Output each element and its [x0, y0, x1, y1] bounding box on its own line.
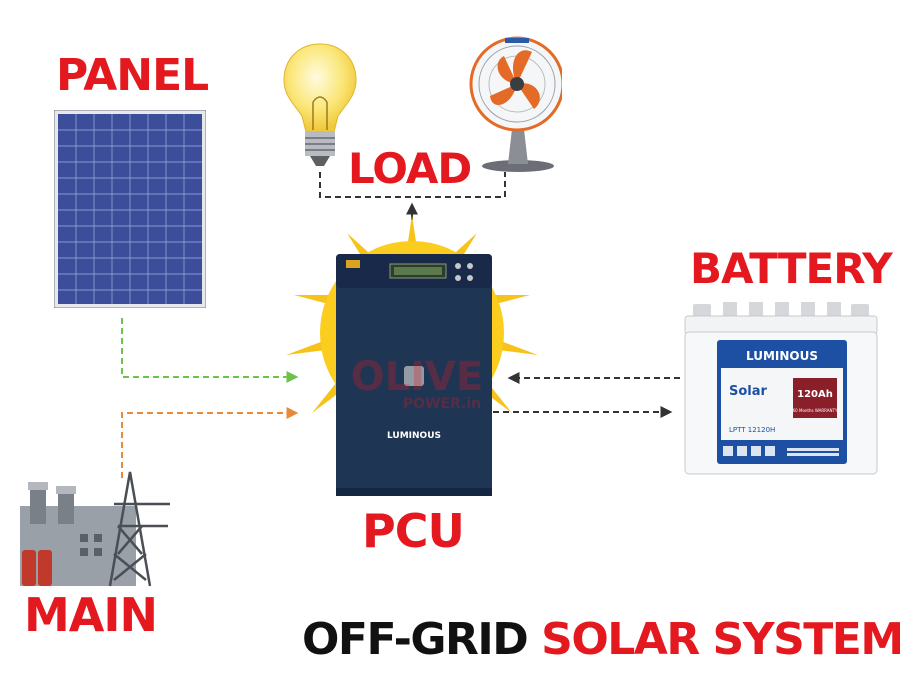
battery-product-text: Solar — [729, 384, 768, 399]
power-grid-icon — [20, 471, 170, 587]
solar-panel-icon — [54, 110, 206, 308]
watermark-logo: OLIVE POWER.in — [351, 354, 484, 412]
diagram-title: OFF-GRID SOLAR SYSTEM — [302, 614, 900, 665]
battery-label: BATTERY — [690, 244, 893, 293]
title-part-solar-system: SOLAR SYSTEM — [541, 614, 900, 665]
load-label: LOAD — [348, 144, 472, 193]
battery-warranty-text: 60 Months WARRANTY — [793, 408, 838, 413]
panel-label: PANEL — [56, 50, 209, 101]
battery-icon: LUMINOUS Solar 120Ah 60 Months WARRANTY … — [684, 302, 878, 475]
title-part-offgrid: OFF-GRID — [302, 614, 529, 665]
main-to-pcu-wire — [121, 407, 299, 478]
battery-brand-text: LUMINOUS — [746, 349, 818, 363]
pcu-brand-text: LUMINOUS — [387, 431, 441, 441]
panel-to-pcu-wire — [121, 318, 299, 383]
battery-capacity-text: 120Ah — [797, 389, 833, 400]
watermark-line2: POWER.in — [403, 396, 481, 412]
table-fan-icon — [469, 36, 562, 172]
battery-model-text: LPTT 12120H — [729, 426, 775, 434]
main-label: MAIN — [24, 588, 158, 642]
load-wire — [319, 172, 506, 198]
pcu-unit-icon: LUMINOUS — [336, 254, 492, 496]
watermark-line1: OLIVE — [351, 354, 484, 400]
light-bulb-icon — [283, 43, 357, 166]
pcu-label: PCU — [362, 504, 465, 558]
